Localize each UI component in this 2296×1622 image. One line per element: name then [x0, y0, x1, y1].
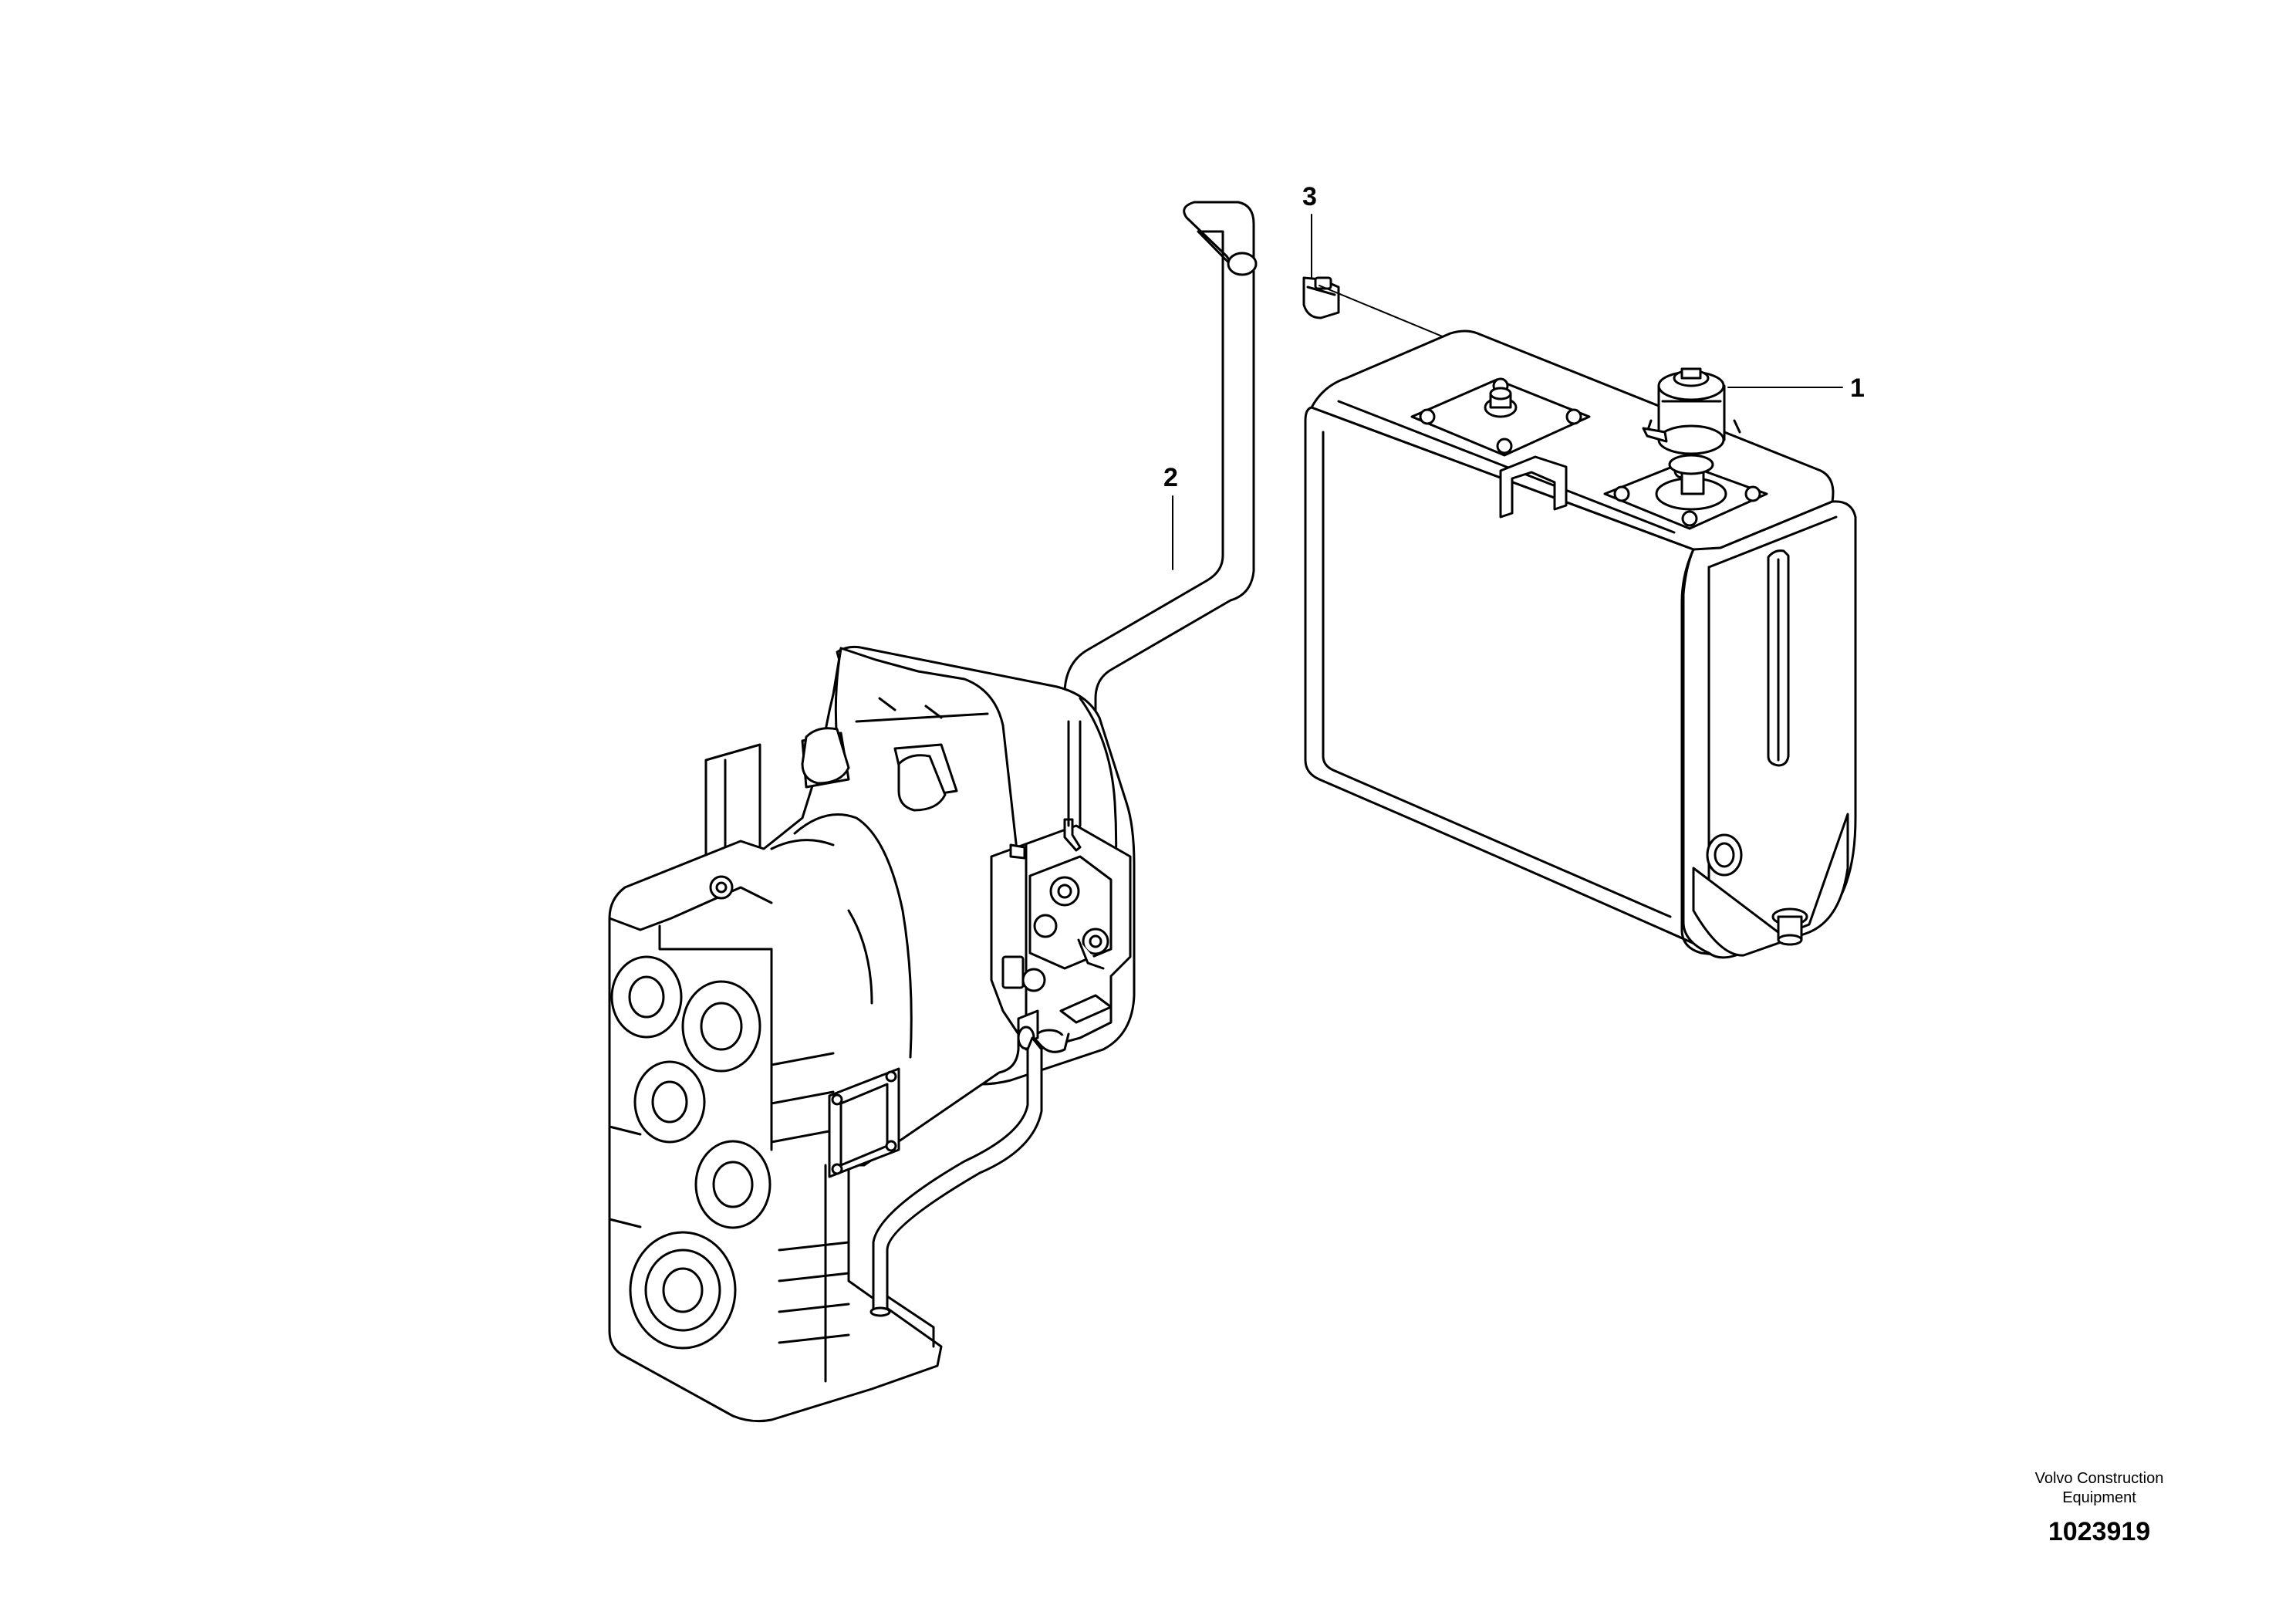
gear-port: [694, 1140, 772, 1229]
callout-1: 1: [1850, 373, 1865, 403]
credit-company-line2: Equipment: [2062, 1489, 2136, 1506]
gear-port: [681, 980, 761, 1073]
callout-2: 2: [1163, 463, 1178, 492]
credit-company-line1: Volvo Construction: [2034, 1470, 2164, 1487]
gear-port: [633, 1060, 706, 1144]
gear-port: [610, 955, 683, 1039]
figure-number: 1023919: [2048, 1517, 2151, 1546]
control-valve-block: [990, 720, 1132, 1053]
hose-end: [1227, 252, 1258, 276]
return-tube: [869, 1036, 1043, 1317]
callout-3: 3: [1302, 182, 1317, 211]
inspection-cover: [828, 1067, 900, 1178]
transmission-housing: [608, 645, 1136, 1423]
breather-hose: [1063, 201, 1258, 725]
oil-tank: [1304, 329, 1857, 959]
drain-plug: [1706, 833, 1743, 877]
output-flange: [629, 1231, 737, 1350]
